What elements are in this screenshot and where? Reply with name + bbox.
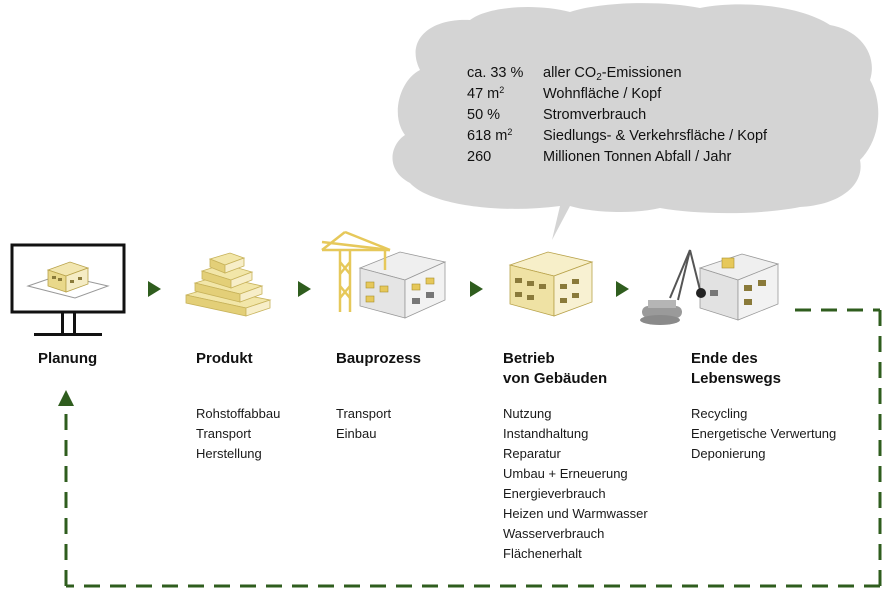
list-item: Flächenerhalt bbox=[503, 546, 582, 561]
stage-title-betrieb: Betrieb von Gebäuden bbox=[503, 350, 608, 387]
crane-building-icon bbox=[321, 230, 447, 319]
list-item: Herstellung bbox=[196, 446, 262, 461]
cloud-row-strom: 50 % Stromverbrauch bbox=[467, 105, 767, 126]
list-item: Einbau bbox=[336, 426, 377, 441]
cloud-label: Millionen Tonnen Abfall / Jahr bbox=[543, 149, 732, 165]
list-item: Energieverbrauch bbox=[503, 486, 606, 501]
arrow-betrieb-ende bbox=[616, 281, 629, 297]
cloud-value: 47 m2 bbox=[467, 85, 505, 103]
cloud-row-siedlung: 618 m2 Siedlungs- & Verkehrsfläche / Kop… bbox=[467, 126, 767, 147]
cloud-label: Wohnfläche / Kopf bbox=[543, 86, 662, 102]
cloud-label: Siedlungs- & Verkehrsfläche / Kopf bbox=[543, 128, 768, 144]
list-item: Umbau + Erneuerung bbox=[503, 466, 628, 481]
list-item: Deponierung bbox=[691, 446, 766, 461]
stage-list-betrieb: Nutzung Instandhaltung Reparatur Umbau +… bbox=[503, 404, 648, 564]
arrow-produkt-bauprozess bbox=[298, 281, 311, 297]
demolition-icon bbox=[640, 249, 780, 325]
list-item: Instandhaltung bbox=[503, 426, 589, 441]
stage-title-planung: Planung bbox=[38, 350, 98, 367]
cloud-value: ca. 33 % bbox=[467, 65, 524, 81]
stage-title-produkt: Produkt bbox=[196, 350, 253, 367]
list-item: Reparatur bbox=[503, 446, 561, 461]
cloud-label: aller CO2-Emissionen bbox=[543, 65, 682, 83]
cloud-value: 260 bbox=[467, 149, 492, 165]
list-item: Wasserverbrauch bbox=[503, 526, 605, 541]
feedback-dashed-line bbox=[64, 308, 882, 588]
cloud-value: 50 % bbox=[467, 107, 501, 123]
cloud-value: 618 m2 bbox=[467, 127, 513, 145]
feedback-arrowhead bbox=[58, 390, 74, 406]
cloud-shape bbox=[392, 3, 879, 240]
arrow-planung-produkt bbox=[148, 281, 161, 297]
stage-title-ende: Ende des Lebenswegs bbox=[691, 350, 782, 387]
stage-list-bauprozess: Transport Einbau bbox=[336, 404, 391, 444]
list-item: Recycling bbox=[691, 406, 748, 421]
cloud-row-wohnflaeche: 47 m2 Wohnfläche / Kopf bbox=[467, 84, 767, 105]
stage-title-bauprozess: Bauprozess bbox=[336, 350, 422, 367]
cloud-label: Stromverbrauch bbox=[543, 107, 647, 123]
building-icon bbox=[508, 251, 594, 317]
list-item: Energetische Verwertung bbox=[691, 426, 837, 441]
list-item: Transport bbox=[196, 426, 252, 441]
list-item: Transport bbox=[336, 406, 392, 421]
cloud-row-co2: ca. 33 % aller CO2-Emissionen bbox=[467, 63, 767, 84]
list-item: Heizen und Warmwasser bbox=[503, 506, 648, 521]
stage-list-produkt: Rohstoffabbau Transport Herstellung bbox=[196, 404, 280, 464]
stage-list-ende: Recycling Energetische Verwertung Deponi… bbox=[691, 404, 836, 464]
monitor-icon bbox=[10, 243, 126, 336]
arrow-bauprozess-betrieb bbox=[470, 281, 483, 297]
bricks-icon bbox=[185, 252, 272, 317]
cloud-facts: ca. 33 % aller CO2-Emissionen 47 m2 Wohn… bbox=[467, 63, 767, 168]
cloud-row-abfall: 260 Millionen Tonnen Abfall / Jahr bbox=[467, 147, 767, 168]
list-item: Nutzung bbox=[503, 406, 552, 421]
list-item: Rohstoffabbau bbox=[196, 406, 281, 421]
